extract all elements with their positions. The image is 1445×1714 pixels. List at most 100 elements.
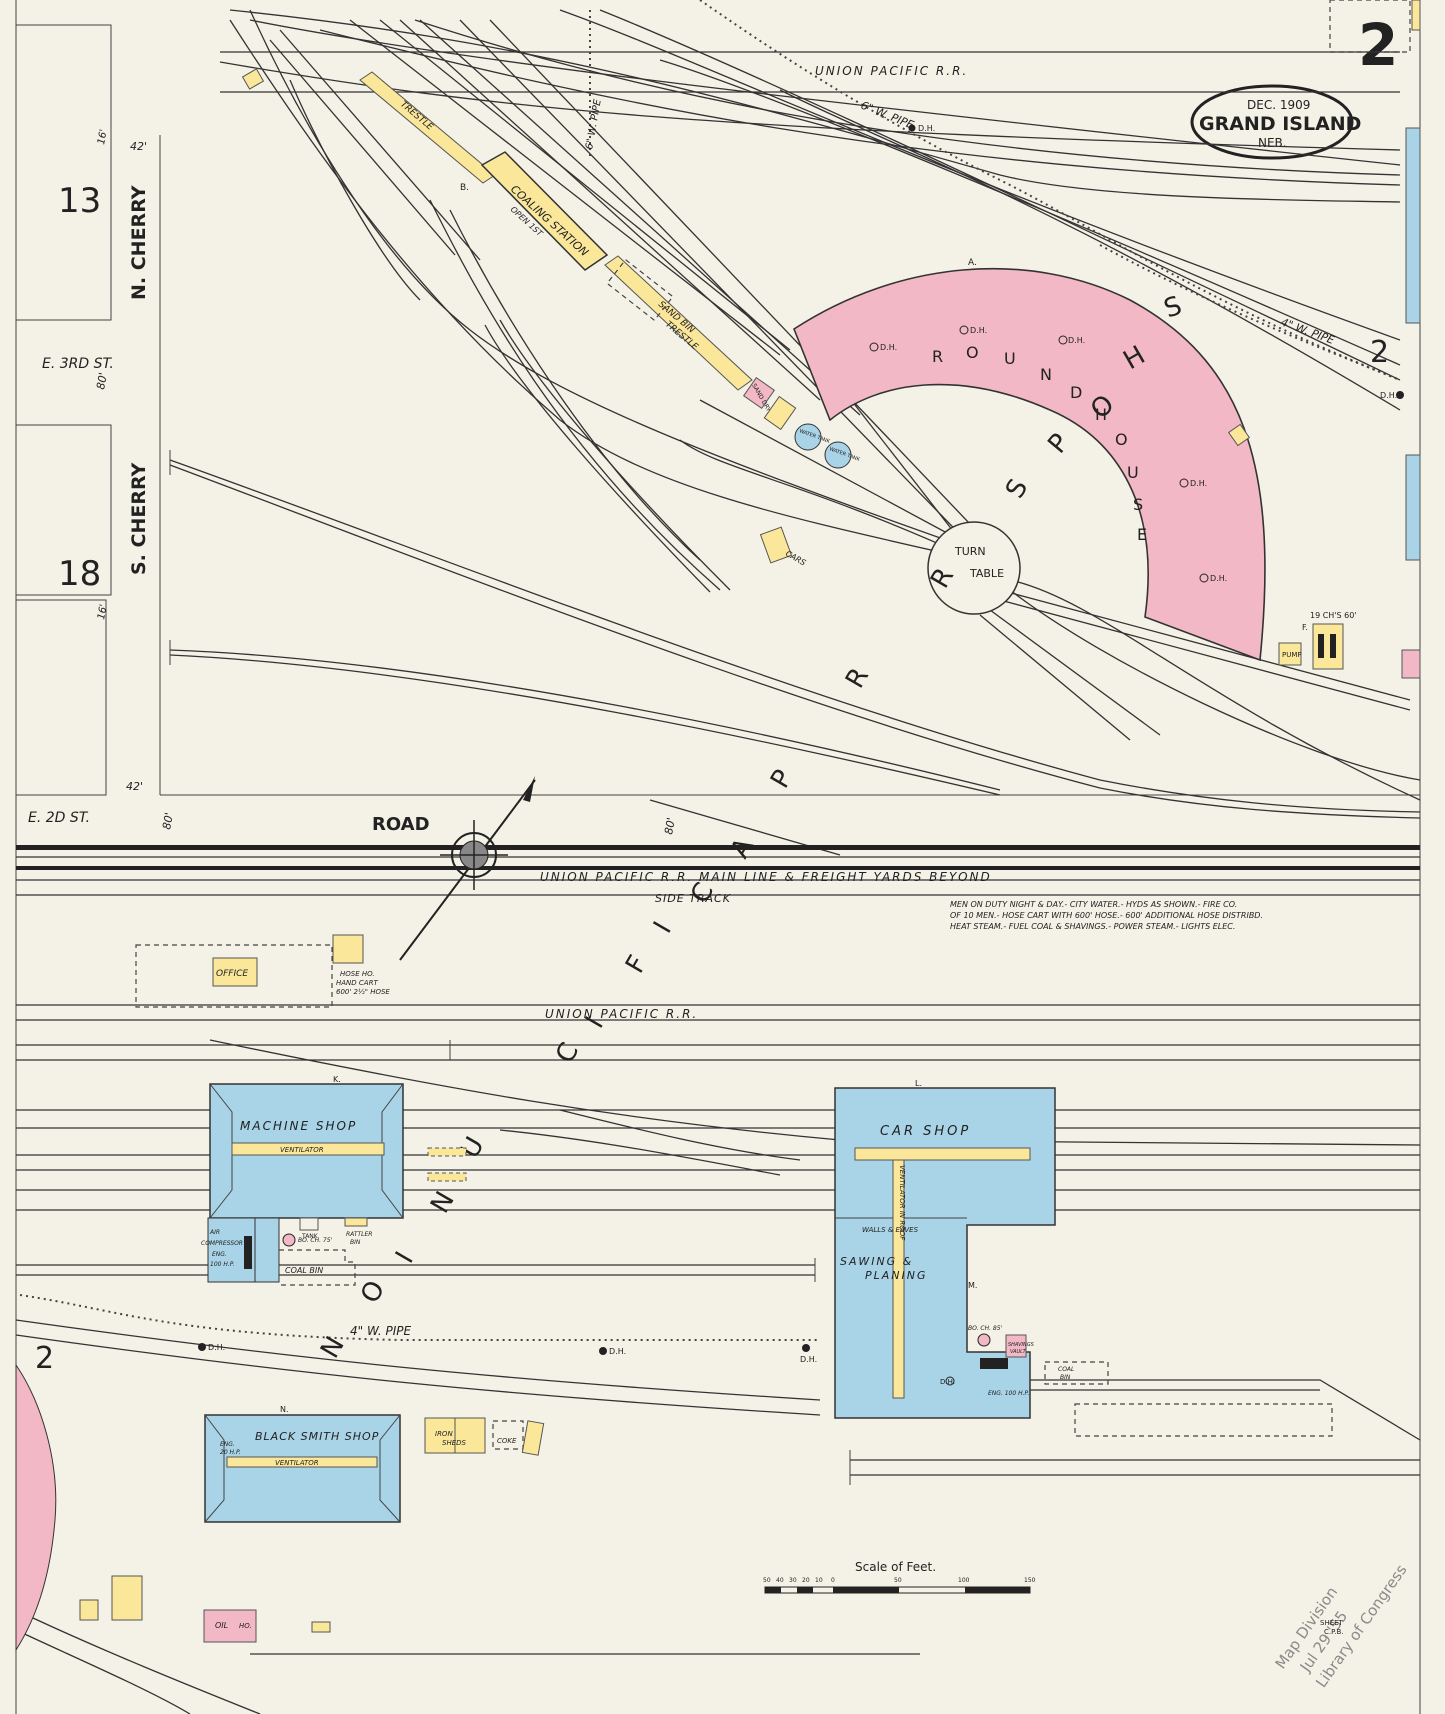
corner-note-2: C.P.B.: [1324, 1628, 1344, 1636]
fire-note-1: MEN ON DUTY NIGHT & DAY.- CITY WATER.- H…: [950, 900, 1237, 909]
iron-sheds-line-1: IRON: [435, 1430, 453, 1438]
shavings-vault: [1005, 1334, 1027, 1358]
shavings-line-1: SHAVINGS: [1008, 1342, 1035, 1348]
svg-text:U: U: [1127, 463, 1141, 482]
frame-shed-bl-1: [79, 1599, 99, 1621]
engine-room-block: [980, 1358, 1008, 1369]
block-number-13: 13: [58, 181, 101, 221]
car-shop-ventilator-vert: [892, 1159, 905, 1399]
boiler-ch-label: BO. CH. 75': [298, 1237, 333, 1244]
water-tank-a: [794, 423, 822, 451]
svg-text:O: O: [966, 343, 981, 362]
sawing-line-1: SAWING &: [840, 1255, 913, 1268]
hose-house-line-2: HAND CART: [336, 979, 378, 987]
rattler: [344, 1217, 368, 1227]
width-42-b: 42': [126, 780, 143, 793]
boiler-1: [1318, 634, 1324, 658]
width-80-b: 80': [160, 811, 176, 830]
svg-text:D.H.: D.H.: [1210, 574, 1227, 583]
coal-bin-b-line-2: BIN: [1060, 1374, 1071, 1381]
office-label: OFFICE: [216, 969, 248, 979]
adjacent-roundhouse-left: [15, 1363, 57, 1652]
map-date: DEC. 1909: [1247, 98, 1310, 112]
corner-note-1: SHEET: [1320, 1619, 1344, 1627]
svg-text:D.H.: D.H.: [880, 343, 897, 352]
map-city: GRAND ISLAND: [1199, 113, 1361, 135]
fire-note-2: OF 10 MEN.- HOSE CART WITH 600' HOSE.- 6…: [950, 911, 1263, 920]
pipe-4-low-label: 4" W. PIPE: [350, 1324, 411, 1338]
height-m: M.: [968, 1281, 977, 1290]
fire-note-3: HEAT STEAM.- FUEL COAL & SHAVINGS.- POWE…: [950, 922, 1235, 931]
mainline-rail: [16, 845, 1420, 850]
machine-shop-label: MACHINE SHOP: [240, 1119, 357, 1133]
coke-shed: [521, 1420, 545, 1456]
water-pipes: [19, 0, 1401, 1341]
svg-text:R: R: [932, 347, 945, 366]
sand-dryer: [742, 376, 776, 410]
small-frame-coaling: [763, 395, 797, 431]
svg-text:O: O: [1115, 430, 1130, 449]
svg-text:10: 10: [815, 1577, 823, 1584]
street-s-cherry: S. CHERRY: [128, 462, 150, 575]
ventilator-b-label: VENTILATOR: [275, 1459, 319, 1467]
hose-house-line-3: 600' 2½" HOSE: [336, 988, 390, 996]
sheet-marker-right: 2: [1370, 335, 1389, 370]
rr-label-mainline: UNION PACIFIC R.R. MAIN LINE & FREIGHT Y…: [540, 870, 992, 884]
svg-text:S: S: [1133, 495, 1145, 514]
boiler-stack-1: [244, 1236, 252, 1269]
frame-shed-bl-2: [111, 1575, 143, 1621]
street-road: ROAD: [372, 814, 430, 835]
turntable-label-2: TABLE: [969, 567, 1004, 580]
frame-shed-bl-3: [311, 1621, 331, 1633]
lumber-yard-outline: [1074, 1403, 1333, 1437]
hose-house-line-1: HOSE HO.: [340, 970, 375, 978]
svg-text:50: 50: [763, 1577, 771, 1584]
svg-text:D.H.: D.H.: [1380, 391, 1397, 400]
svg-text:100: 100: [958, 1577, 970, 1584]
roundhouse-letters: R O U N D H O U S E: [932, 343, 1149, 544]
svg-text:D.H.: D.H.: [940, 1378, 955, 1386]
car-shop-label: CAR SHOP: [880, 1124, 971, 1139]
blacksmith-label: BLACK SMITH SHOP: [255, 1430, 379, 1443]
city-cartouche: [1190, 84, 1354, 160]
coal-bin-a-outline: [279, 1249, 356, 1286]
tank-label: TANK: [301, 1233, 319, 1240]
rr-label-top: UNION PACIFIC R.R.: [815, 64, 968, 78]
height-k: K.: [333, 1075, 341, 1084]
trestle-b: [604, 255, 753, 391]
city-blocks: [15, 24, 1420, 796]
rr-label-side-track: SIDE TRACK: [655, 892, 731, 905]
turntable-label-1: TURN: [954, 545, 986, 558]
boiler-house: [1312, 623, 1344, 670]
tank: [299, 1217, 319, 1231]
svg-text:E: E: [1137, 525, 1149, 544]
hose-house: [332, 934, 364, 964]
sheet-marker-left: 2: [35, 1341, 54, 1376]
edge-strip-blue-1: [1405, 127, 1421, 324]
edge-strip-blue-2: [1405, 454, 1421, 561]
air-compressor-line-1: AIR: [209, 1229, 220, 1236]
svg-text:D.H.: D.H.: [208, 1343, 225, 1352]
height-l: L.: [915, 1079, 922, 1088]
walls-eaves-label: WALLS & EAVES: [862, 1226, 919, 1234]
blacksmith-eng-line-1: ENG.: [220, 1441, 235, 1448]
water-tank-b: [824, 441, 852, 469]
blacksmith-roof-right: [379, 1414, 401, 1523]
air-compressor-line-2: COMPRESSOR: [201, 1240, 243, 1247]
edge-strip-yellow: [1411, 0, 1421, 31]
sand-bin-outline: [606, 258, 674, 322]
width-80-c: 80': [662, 816, 678, 835]
machine-shop-ventilator: [231, 1142, 385, 1156]
roundhouse: [793, 267, 1266, 662]
iron-sheds-line-2: SHEDS: [442, 1439, 467, 1447]
svg-text:N: N: [1040, 365, 1054, 384]
height-a: A.: [968, 258, 977, 268]
eng-100-label: ENG. 100 H.P.: [988, 1390, 1029, 1397]
rattler-line-1: RATTLER: [346, 1231, 372, 1238]
width-16-a: 16': [96, 128, 110, 145]
block-number-18: 18: [58, 554, 101, 594]
boiler-room: [254, 1217, 280, 1283]
svg-text:50: 50: [894, 1577, 902, 1584]
boilers-label: 19 CH'S 60': [1310, 611, 1357, 620]
